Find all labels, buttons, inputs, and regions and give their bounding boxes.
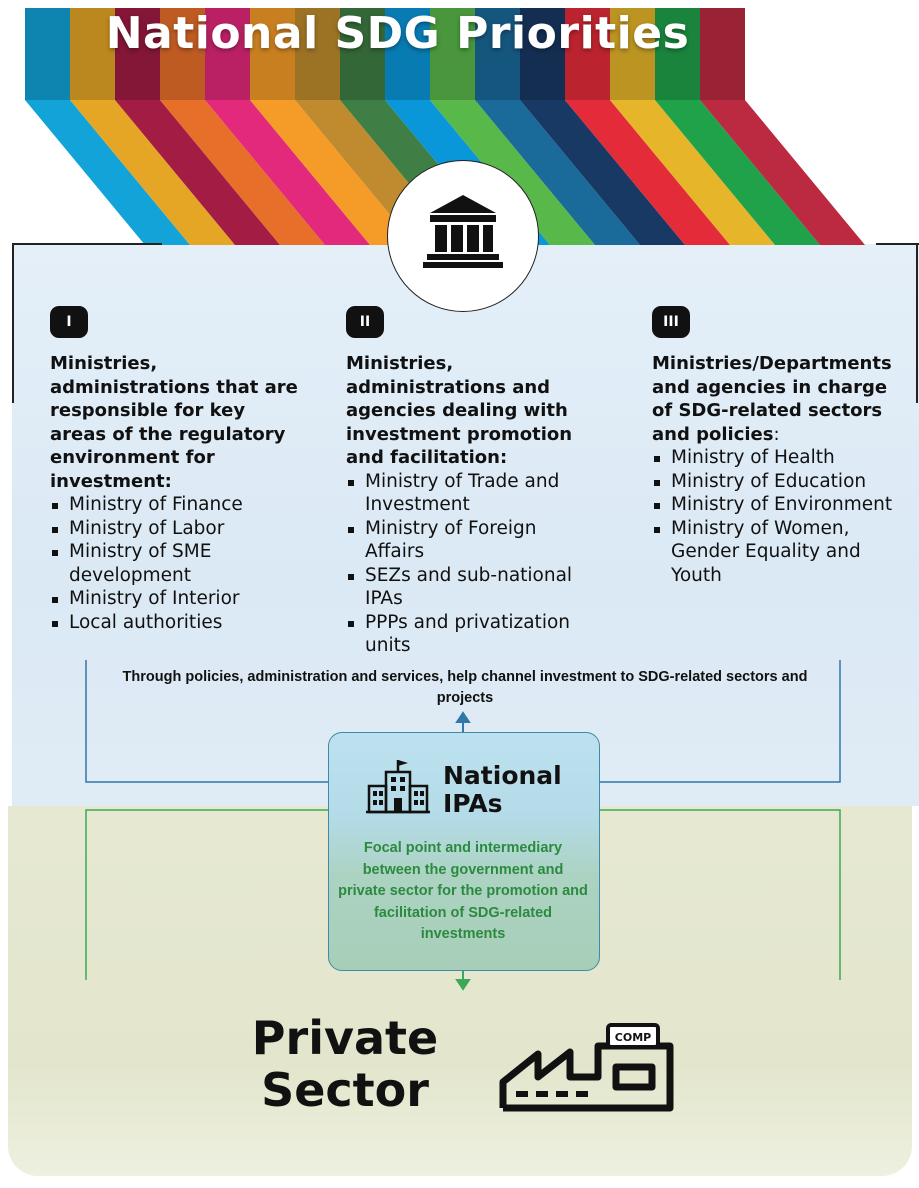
- sdg-ribbon-shade: [565, 8, 610, 100]
- sdg-ribbon-shade: [250, 8, 295, 100]
- column-list: Ministry of Finance Ministry of Labor Mi…: [50, 493, 298, 634]
- column-3: III Ministries/Departments and agencies …: [652, 306, 900, 587]
- sdg-ribbon-shade: [385, 8, 430, 100]
- sdg-ribbon: [520, 8, 685, 245]
- sdg-ribbon-shade: [205, 8, 250, 100]
- sdg-ribbon-shade: [430, 8, 475, 100]
- sdg-ribbon: [655, 8, 820, 245]
- ipa-building-icon: [366, 760, 430, 814]
- column-heading: Ministries/Departments and agencies in c…: [652, 353, 892, 445]
- sdg-ribbon: [295, 8, 460, 245]
- list-item: Ministry of Women, Gender Equality and Y…: [652, 517, 900, 588]
- sdg-ribbon-shade: [115, 8, 160, 100]
- channel-text: Through policies, administration and ser…: [122, 669, 808, 706]
- page-title: National SDG Priorities: [105, 8, 690, 59]
- list-item: Ministry of SME development: [50, 540, 298, 587]
- list-item: Ministry of Education: [652, 470, 900, 494]
- list-item: Local authorities: [50, 611, 298, 635]
- ipa-title: National IPAs: [443, 761, 562, 818]
- government-circle: [387, 160, 539, 312]
- sdg-ribbon: [700, 8, 865, 245]
- factory-sign-text: COMP: [615, 1031, 651, 1044]
- frame-left: [12, 243, 14, 403]
- sdg-ribbon-shade: [160, 8, 205, 100]
- sdg-ribbon-shade: [70, 8, 115, 100]
- list-item: Ministry of Interior: [50, 587, 298, 611]
- sdg-ribbon: [610, 8, 775, 245]
- factory-icon: COMP: [499, 1023, 674, 1112]
- sdg-ribbon: [25, 8, 190, 245]
- frame-right: [916, 243, 918, 403]
- sdg-ribbon: [475, 8, 640, 245]
- list-item: Ministry of Health: [652, 446, 900, 470]
- column-list: Ministry of Health Ministry of Education…: [652, 446, 900, 587]
- sdg-ribbon-shade: [340, 8, 385, 100]
- column-list: Ministry of Trade and Investment Ministr…: [346, 470, 596, 658]
- ipa-description: Focal point and intermediary between the…: [338, 840, 588, 942]
- list-item: Ministry of Finance: [50, 493, 298, 517]
- government-building-icon: [423, 195, 503, 268]
- list-item: SEZs and sub-national IPAs: [346, 564, 596, 611]
- frame-top-left: [12, 243, 162, 245]
- green-connector: [85, 809, 841, 980]
- blue-connector: [85, 660, 841, 783]
- sdg-ribbon-shade: [475, 8, 520, 100]
- sdg-ribbons: [25, 8, 865, 245]
- list-item: Ministry of Foreign Affairs: [346, 517, 596, 564]
- column-badge: I: [50, 306, 88, 338]
- list-item: Ministry of Trade and Investment: [346, 470, 596, 517]
- sdg-ribbon: [565, 8, 730, 245]
- column-1: I Ministries, administrations that are r…: [50, 306, 298, 634]
- sdg-ribbon-shade: [610, 8, 655, 100]
- list-item: Ministry of Labor: [50, 517, 298, 541]
- sdg-ribbon: [340, 8, 505, 245]
- column-heading: Ministries, administrations that are res…: [50, 353, 298, 492]
- column-heading: Ministries, administrations and agencies…: [346, 353, 573, 468]
- sdg-ribbon: [385, 8, 550, 245]
- sdg-ribbon: [250, 8, 415, 245]
- sdg-ribbon: [70, 8, 235, 245]
- sdg-ribbon: [205, 8, 370, 245]
- sdg-ribbon-shade: [520, 8, 565, 100]
- sdg-ribbon-shade: [295, 8, 340, 100]
- list-item: PPPs and privatization units: [346, 611, 596, 658]
- private-sector-label: Private Sector: [251, 1011, 439, 1117]
- column-2: II Ministries, administrations and agenc…: [346, 306, 596, 658]
- sdg-ribbon: [430, 8, 595, 245]
- column-badge: II: [346, 306, 384, 338]
- government-zone: [12, 244, 919, 806]
- sdg-ribbon-shade: [655, 8, 700, 100]
- frame-top-right: [876, 243, 919, 245]
- list-item: Ministry of Environment: [652, 493, 900, 517]
- national-ipa-box: [328, 732, 600, 971]
- sdg-ribbon: [115, 8, 280, 245]
- sdg-ribbon-shade: [25, 8, 70, 100]
- column-badge: III: [652, 306, 690, 338]
- sdg-ribbon-shade: [700, 8, 745, 100]
- sdg-ribbon: [160, 8, 325, 245]
